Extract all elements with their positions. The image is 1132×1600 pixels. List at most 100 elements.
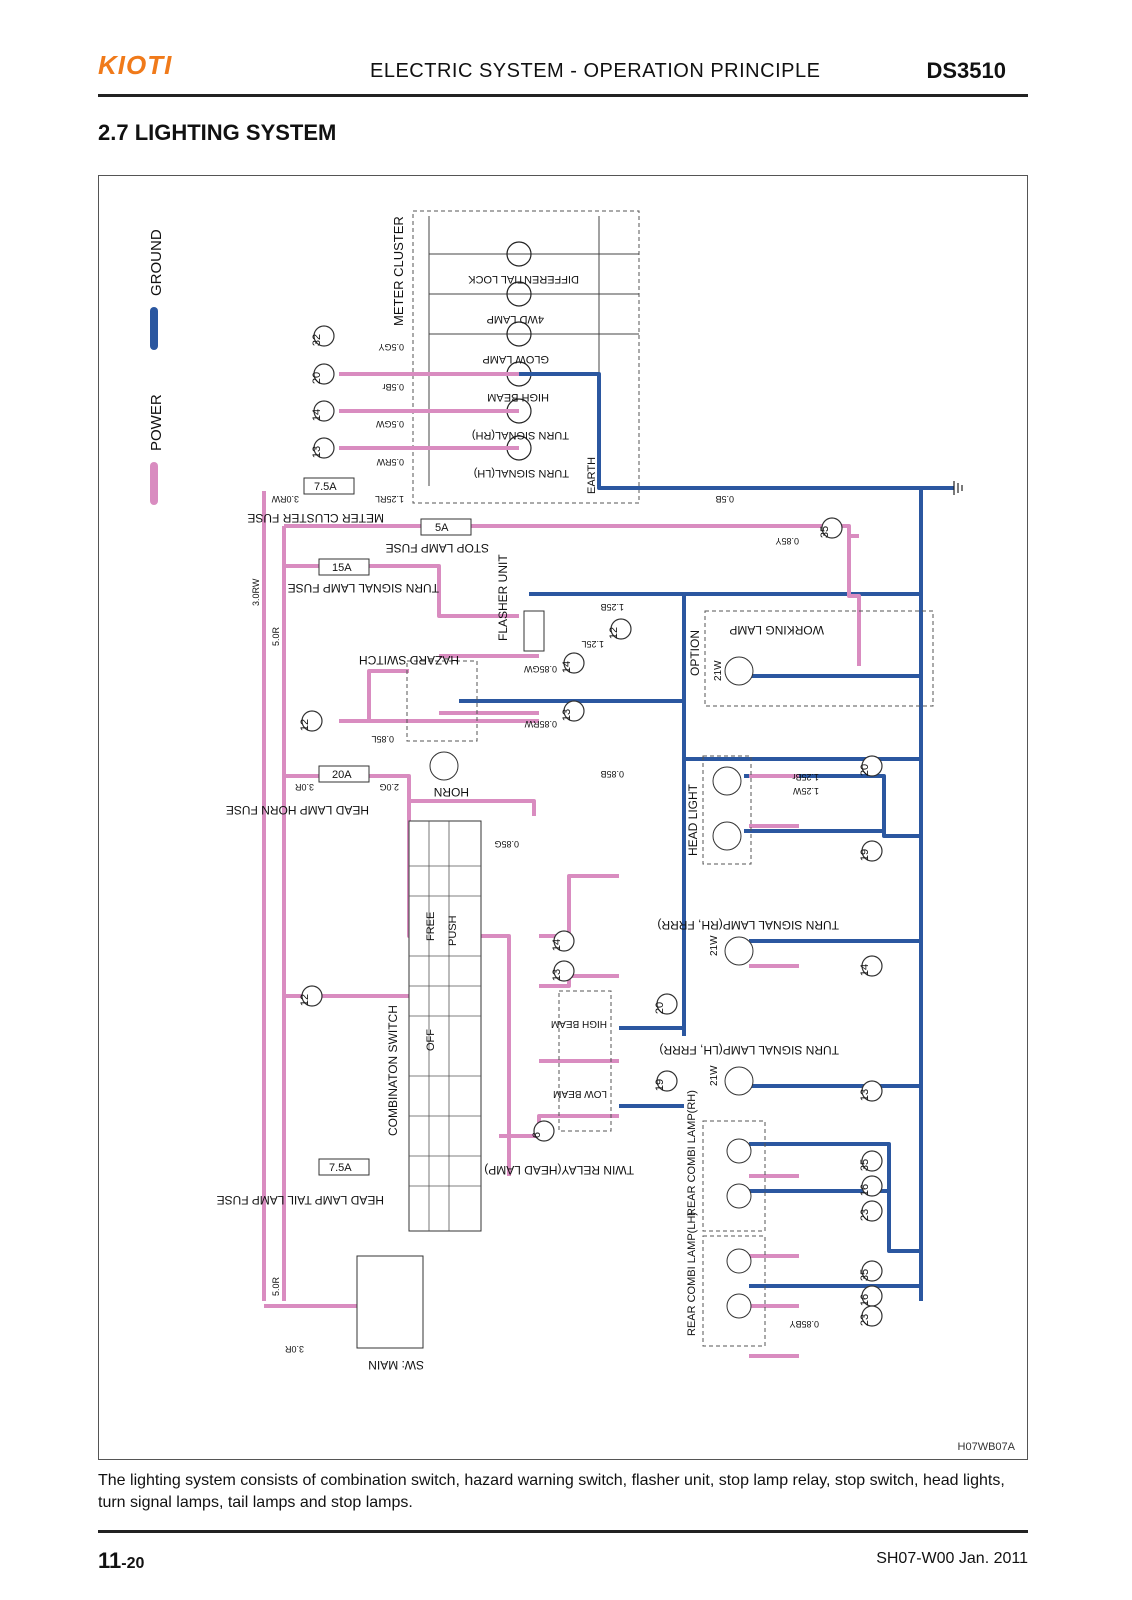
section-title: 2.7 LIGHTING SYSTEM [98, 120, 337, 145]
connector-label: 12 [299, 719, 311, 731]
model-number: DS3510 [926, 58, 1006, 83]
wire-label: 5.0R [271, 626, 281, 646]
tail-fuse-label: HEAD LAMP TAIL LAMP FUSE [217, 1193, 384, 1207]
headlight-label: HEAD LIGHT [686, 783, 700, 856]
connector-label: 14 [859, 964, 871, 976]
combination-free-label: FREE [425, 912, 437, 941]
wire-label: 0.85GW [523, 664, 557, 674]
connector-label: 32 [311, 334, 323, 346]
glow-lamp-icon [506, 321, 532, 347]
page-number-sub: -20 [121, 1555, 145, 1572]
connector-label: 16 [859, 1294, 871, 1306]
connector-label: 6 [531, 1132, 543, 1138]
wire-label: 0.5Br [382, 382, 404, 392]
combination-push-label: PUSH [447, 915, 459, 946]
turn-lamp-lh-wattage: 21W [709, 1065, 720, 1086]
wire-label: 3.0R [294, 782, 314, 792]
turn-lamp-rh-icon [724, 936, 754, 966]
combination-switch-box [408, 820, 482, 1232]
stop-fuse-label: STOP LAMP FUSE [386, 541, 489, 555]
differential-lock-icon [506, 241, 532, 267]
tail-fuse-rating: 7.5A [329, 1162, 352, 1174]
twin-relay-label: TWIN RELAY(HEAD LAMP) [484, 1163, 634, 1177]
horn-fuse-rating: 20A [332, 769, 352, 781]
hazard-switch-box [406, 660, 478, 742]
connector-label: 35 [859, 1269, 871, 1281]
rear-lh-stop-icon [726, 1293, 752, 1319]
wire-label: 0.5GW [375, 419, 404, 429]
legend-ground: GROUND [148, 229, 165, 296]
wire-label: 1.25RL [375, 494, 404, 504]
combination-label: COMBINATON SWITCH [386, 1005, 400, 1136]
rear-rh-label: REAR COMBI LAMP(RH) [686, 1090, 698, 1216]
connector-label: 13 [859, 1089, 871, 1101]
wire-label: 0.5B [715, 494, 734, 504]
legend-power: POWER [148, 394, 165, 451]
connector-label: 13 [311, 446, 323, 458]
connector-label: 14 [311, 409, 323, 421]
headlight-rh-icon [712, 766, 742, 796]
connector-label: 19 [859, 849, 871, 861]
meter-cluster-label: METER CLUSTER [391, 216, 406, 326]
rear-rh-stop-icon [726, 1183, 752, 1209]
wire-label: 0.85RW [524, 719, 557, 729]
flasher-label: FLASHER UNIT [496, 554, 510, 641]
turn-lh-label: TURN SIGNAL(LH) [474, 467, 569, 479]
footer-divider [98, 1530, 1028, 1533]
working-lamp-icon [724, 656, 754, 686]
working-lamp-wattage: 21W [713, 660, 724, 681]
wire-label: 0.5GY [378, 342, 404, 352]
option-label: OPTION [688, 630, 702, 676]
wire-label: 3.0RW [251, 578, 261, 606]
connector-label: 20 [859, 764, 871, 776]
connector-label: 35 [819, 526, 831, 538]
meter-fuse-rating: 7.5A [314, 481, 337, 493]
horn-fuse-label: HEAD LAMP HORN FUSE [226, 803, 369, 817]
turn-fuse-label: TURN SIGNAL LAMP FUSE [288, 581, 439, 595]
connector-label: 16 [859, 1184, 871, 1196]
figure-id: H07WB07A [957, 1441, 1015, 1453]
combination-off-label: OFF [425, 1029, 437, 1051]
caption: The lighting system consists of combinat… [98, 1472, 1005, 1511]
connector-label: 20 [311, 372, 323, 384]
main-switch-label: SW: MAIN [368, 1358, 424, 1372]
turn-fuse-rating: 15A [332, 562, 352, 574]
wire-label: 0.85Y [775, 536, 799, 546]
main-switch-box [356, 1255, 424, 1349]
turn-lamp-rh-label: TURN SIGNAL LAMP(RH, FRRR) [657, 918, 839, 932]
working-lamp-box [704, 610, 934, 707]
wire-label: 0.85G [494, 839, 519, 849]
headlight-box [702, 755, 752, 865]
wire-label: 1.25Br [792, 772, 819, 782]
wire-label: 0.85BY [789, 1319, 819, 1329]
wire-label: 0.85L [371, 734, 394, 744]
high-beam-label: HIGH BEAM [487, 391, 549, 403]
working-lamp-label: WORKING LAMP [729, 623, 824, 637]
fwd-lamp-icon [506, 281, 532, 307]
header-divider [98, 94, 1028, 97]
rear-lh-backup-icon [726, 1248, 752, 1274]
connector-label: 14 [551, 939, 563, 951]
rear-rh-backup-icon [726, 1138, 752, 1164]
turn-rh-label: TURN SIGNAL(RH) [472, 429, 569, 441]
glow-lamp-label: GLOW LAMP [482, 353, 549, 365]
hazard-label: HAZARD SWITCH [359, 653, 459, 667]
header-title: ELECTRIC SYSTEM - OPERATION PRINCIPLE [370, 60, 821, 82]
stop-fuse-rating: 5A [435, 522, 449, 534]
ground-symbol-icon [953, 481, 963, 495]
connector-label: 14 [561, 661, 573, 673]
wire-label: 0.5RW [376, 457, 404, 467]
twin-relay-box [558, 990, 612, 1132]
connector-label: 19 [654, 1079, 666, 1091]
wire-label: 1.25W [792, 786, 819, 796]
earth-label: EARTH [586, 457, 598, 494]
meter-fuse-label: METER CLUSTER FUSE [247, 511, 384, 525]
wire-label: 1.25L [581, 639, 604, 649]
relay-low-label: LOW BEAM [553, 1088, 607, 1099]
wire-label: 3.0RW [271, 494, 299, 504]
wire-label: 5.0R [271, 1276, 281, 1296]
relay-high-label: HIGH BEAM [551, 1018, 607, 1029]
document-code: SH07-W00 Jan. 2011 [876, 1550, 1028, 1567]
wiring-diagram-canvas: POWER GROUND METER CLUSTER DIFFERENTIAL … [148, 210, 963, 1372]
wire-label: 0.85B [600, 769, 624, 779]
